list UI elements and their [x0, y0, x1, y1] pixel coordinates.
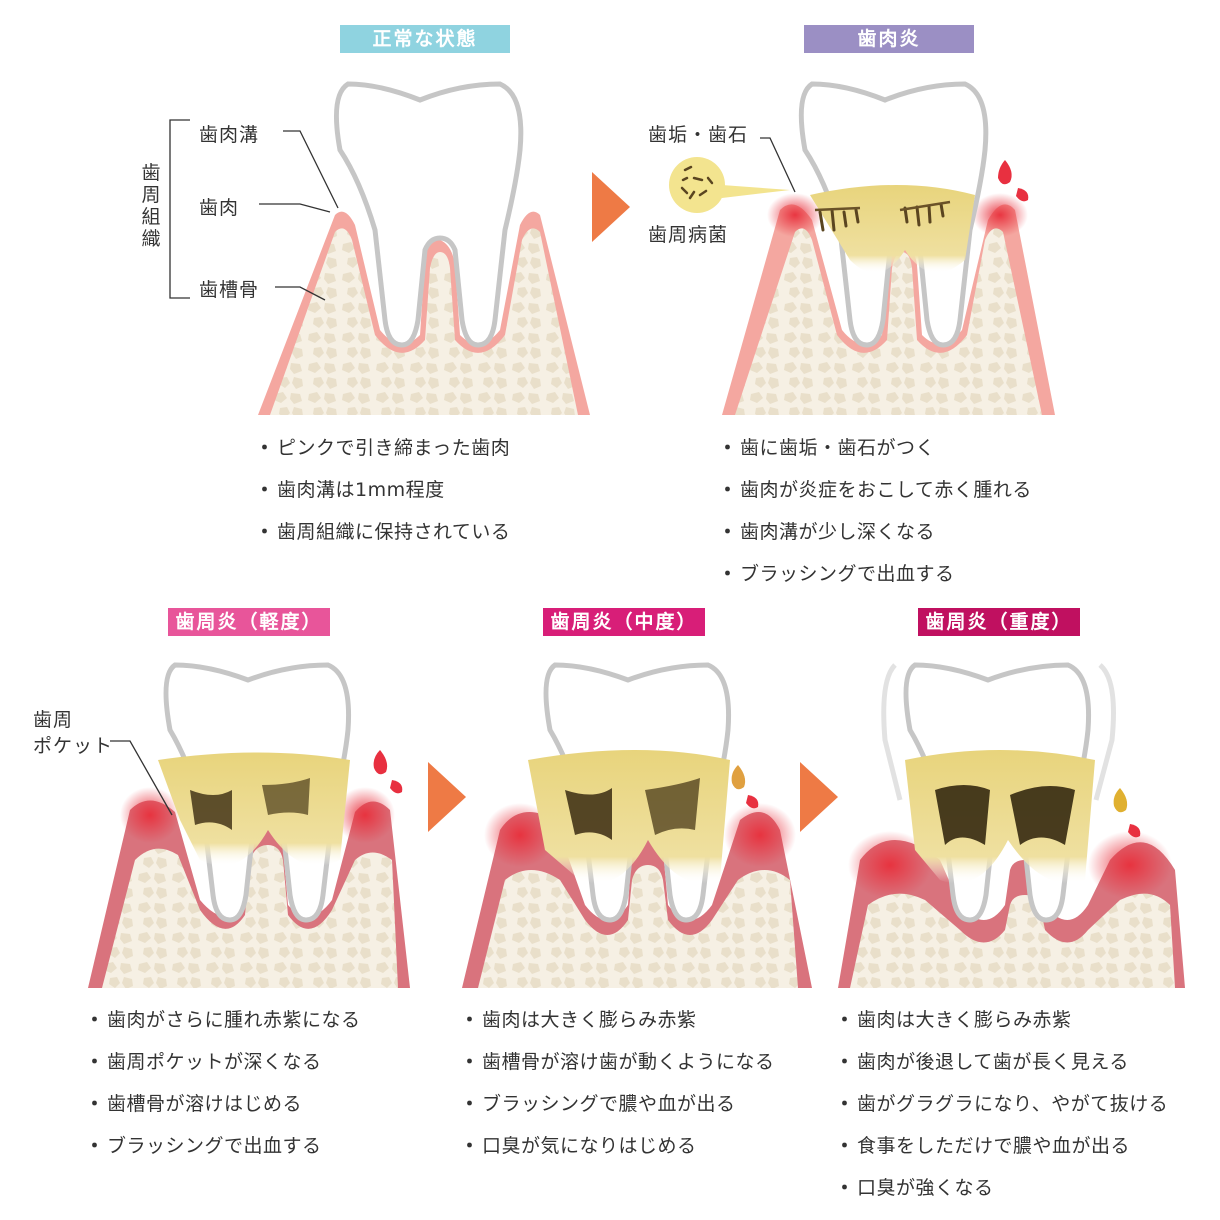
bullets-normal: ・ピンクで引き締まった歯肉 ・歯肉溝は1mm程度 ・歯周組織に保持されている — [255, 438, 510, 564]
bullets-moderate: ・歯肉は大きく膨らみ赤紫 ・歯槽骨が溶け歯が動くようになる ・ブラッシングで膿や… — [460, 1010, 775, 1178]
list-item: ・歯に歯垢・歯石がつく — [718, 437, 936, 459]
list-item: ・歯肉は大きく膨らみ赤紫 — [460, 1009, 697, 1031]
list-item: ・食事をしただけで膿や血が出る — [835, 1135, 1131, 1157]
stage-badge-severe: 歯周炎（重度） — [918, 608, 1080, 636]
label-plaque: 歯垢・歯石 — [648, 124, 749, 146]
label-periodontal-tissue: 歯周組織 — [141, 162, 161, 250]
arrow-3 — [800, 762, 838, 832]
bullets-mild: ・歯肉がさらに腫れ赤紫になる ・歯周ポケットが深くなる ・歯槽骨が溶けはじめる … — [85, 1010, 361, 1178]
label-pocket-line2: ポケット — [33, 735, 114, 757]
list-item: ・歯肉は大きく膨らみ赤紫 — [835, 1009, 1072, 1031]
stage-badge-mild: 歯周炎（軽度） — [168, 608, 330, 636]
list-item: ・歯周組織に保持されている — [255, 521, 511, 543]
label-bone: 歯槽骨 — [199, 279, 260, 301]
label-bacteria: 歯周病菌 — [648, 224, 729, 246]
list-item: ・歯肉溝は1mm程度 — [255, 479, 445, 501]
list-item: ・歯肉溝が少し深くなる — [718, 521, 936, 543]
arrow-1 — [592, 172, 630, 242]
list-item: ・ブラッシングで出血する — [85, 1135, 322, 1157]
list-item: ・歯槽骨が溶け歯が動くようになる — [460, 1051, 775, 1073]
normal-label-lines — [169, 119, 339, 301]
bullets-gingivitis: ・歯に歯垢・歯石がつく ・歯肉が炎症をおこして赤く腫れる ・歯肉溝が少し深くなる… — [718, 438, 1032, 606]
tooth-moderate-periodontitis — [462, 662, 812, 988]
arrow-2 — [428, 762, 466, 832]
tooth-severe-periodontitis — [838, 662, 1185, 988]
list-item: ・歯肉が炎症をおこして赤く腫れる — [718, 479, 1032, 501]
list-item: ・歯槽骨が溶けはじめる — [85, 1093, 303, 1115]
list-item: ・ブラッシングで出血する — [718, 563, 955, 585]
list-item: ・ブラッシングで膿や血が出る — [460, 1093, 736, 1115]
list-item: ・口臭が気になりはじめる — [460, 1135, 697, 1157]
list-item: ・ピンクで引き締まった歯肉 — [255, 437, 511, 459]
list-item: ・口臭が強くなる — [835, 1177, 994, 1199]
label-sulcus: 歯肉溝 — [199, 124, 260, 146]
bacteria-bubble — [669, 137, 796, 213]
list-item: ・歯がグラグラになり、やがて抜ける — [835, 1093, 1169, 1115]
label-pocket-line1: 歯周 — [33, 709, 74, 731]
list-item: ・歯周ポケットが深くなる — [85, 1051, 322, 1073]
list-item: ・歯肉が後退して歯が長く見える — [835, 1051, 1129, 1073]
bullets-severe: ・歯肉は大きく膨らみ赤紫 ・歯肉が後退して歯が長く見える ・歯がグラグラになり、… — [835, 1010, 1168, 1220]
stage-badge-normal: 正常な状態 — [340, 25, 510, 53]
tooth-normal — [258, 81, 590, 415]
label-gum: 歯肉 — [199, 197, 240, 219]
stage-badge-moderate: 歯周炎（中度） — [543, 608, 705, 636]
list-item: ・歯肉がさらに腫れ赤紫になる — [85, 1009, 361, 1031]
stage-badge-gingivitis: 歯肉炎 — [804, 25, 974, 53]
tooth-mild-periodontitis — [88, 662, 410, 988]
tooth-gingivitis — [722, 81, 1055, 415]
